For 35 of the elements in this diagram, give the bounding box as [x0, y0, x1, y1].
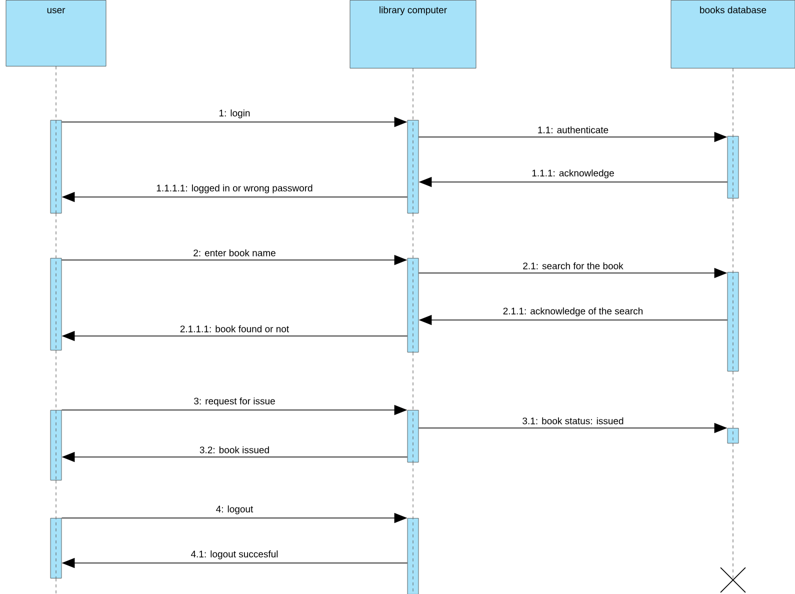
lifeline	[412, 68, 414, 214]
lifeline	[732, 68, 734, 199]
lifeline-head: library computer	[350, 0, 476, 68]
activation-bar	[727, 272, 739, 372]
activation-bar	[407, 258, 419, 352]
lifeline	[412, 213, 414, 353]
activation-bar	[407, 518, 419, 594]
activation-bar	[50, 258, 62, 350]
message-label: 2.1: search for the book	[521, 260, 625, 271]
message-label: 4.1: logout succesful	[189, 548, 280, 561]
activation-bar	[407, 120, 419, 214]
lifeline	[732, 198, 734, 372]
message-label: 1.1.1.1: logged in or wrong password	[154, 182, 314, 195]
message-label: 2: enter book name	[192, 248, 278, 258]
message-label: 1.1: authenticate	[536, 124, 610, 135]
activation-bar	[727, 428, 739, 444]
message-label: 1.1.1: acknowledge	[530, 168, 616, 180]
activation-bar	[50, 410, 62, 480]
activation-bar	[50, 518, 62, 578]
activation-bar	[50, 120, 62, 214]
lifeline-head: user	[6, 0, 106, 66]
message-label: 4: logout	[214, 504, 255, 516]
message-label: 2.1.1: acknowledge of the search	[501, 306, 645, 318]
message-label: 3: request for issue	[192, 396, 277, 408]
activation-bar	[727, 136, 739, 198]
message-label: 3.2: book issued	[198, 444, 272, 455]
lifeline	[412, 462, 414, 594]
lifeline	[732, 443, 734, 580]
activation-bar	[407, 410, 419, 462]
message-label: 2.1.1.1: book found or not	[178, 324, 291, 334]
message-label: 1: login	[217, 108, 252, 120]
lifeline	[412, 352, 414, 463]
destroy-mark	[720, 567, 746, 593]
lifeline-head: books database	[670, 0, 795, 68]
message-label: 3.1: book status: issued	[520, 416, 626, 426]
